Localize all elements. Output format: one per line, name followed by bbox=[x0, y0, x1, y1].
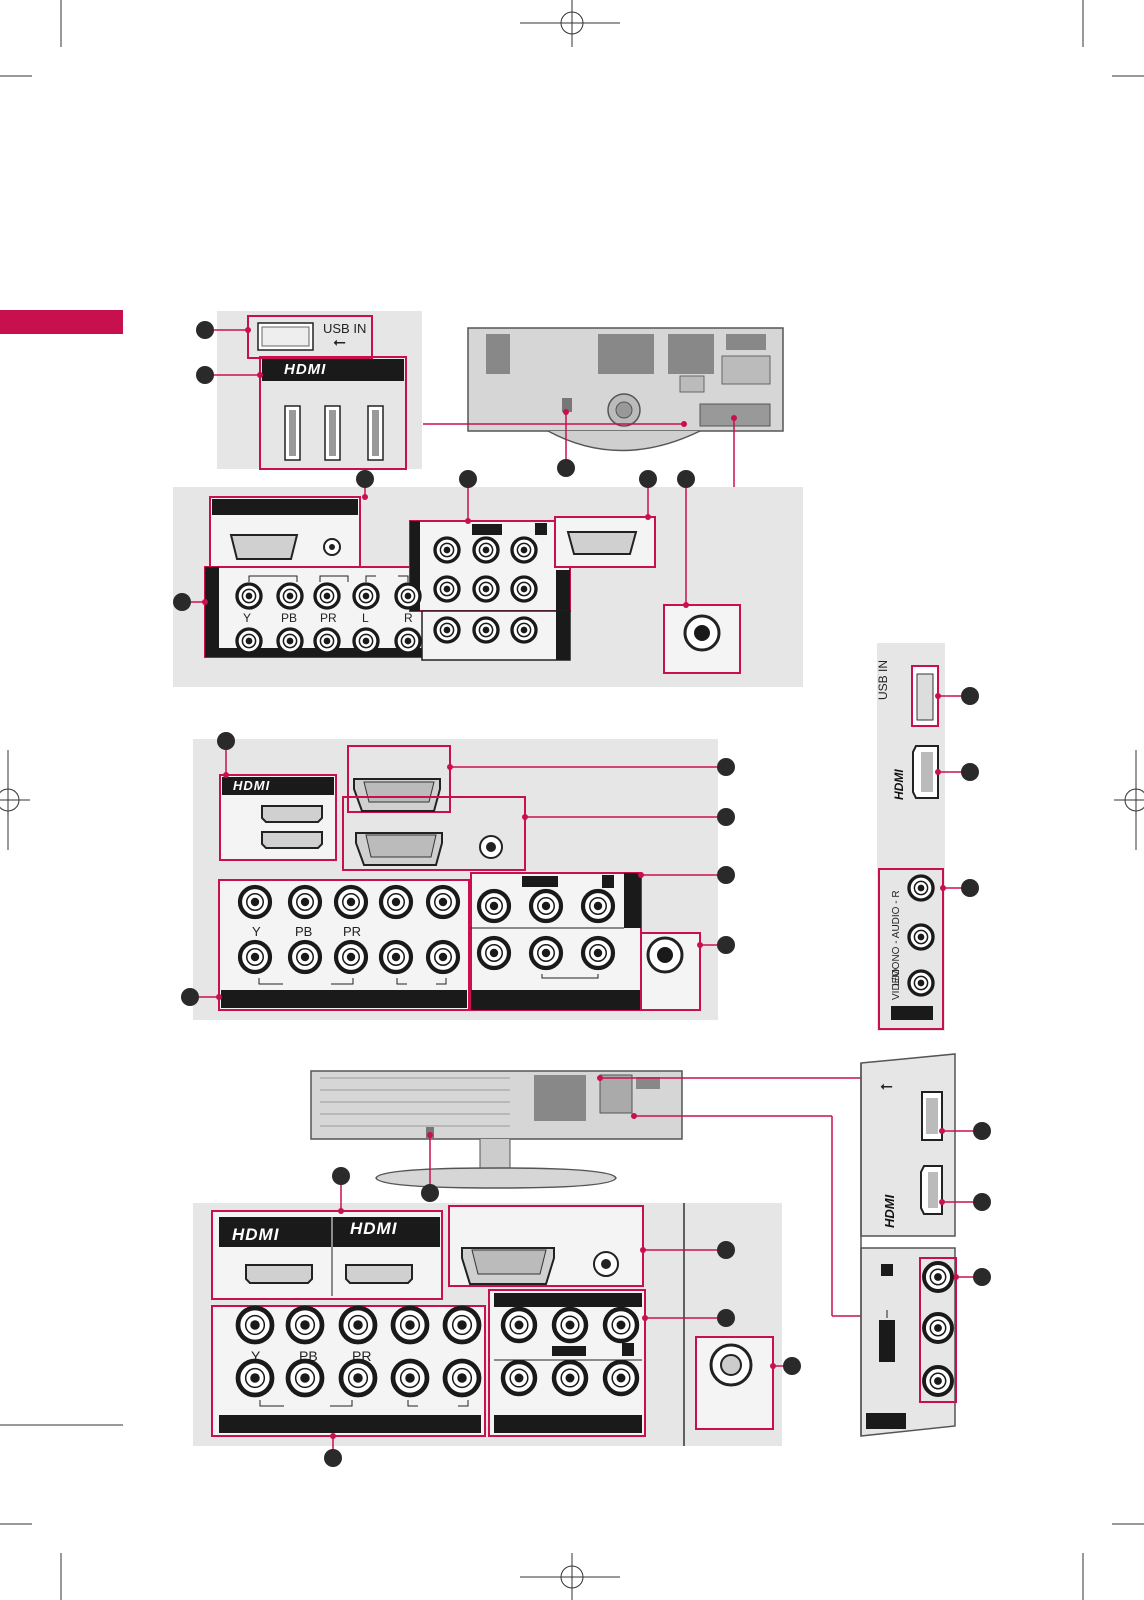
rca-jack bbox=[924, 1367, 952, 1395]
rca-jack bbox=[924, 1314, 952, 1342]
rca-jack bbox=[924, 1263, 952, 1291]
